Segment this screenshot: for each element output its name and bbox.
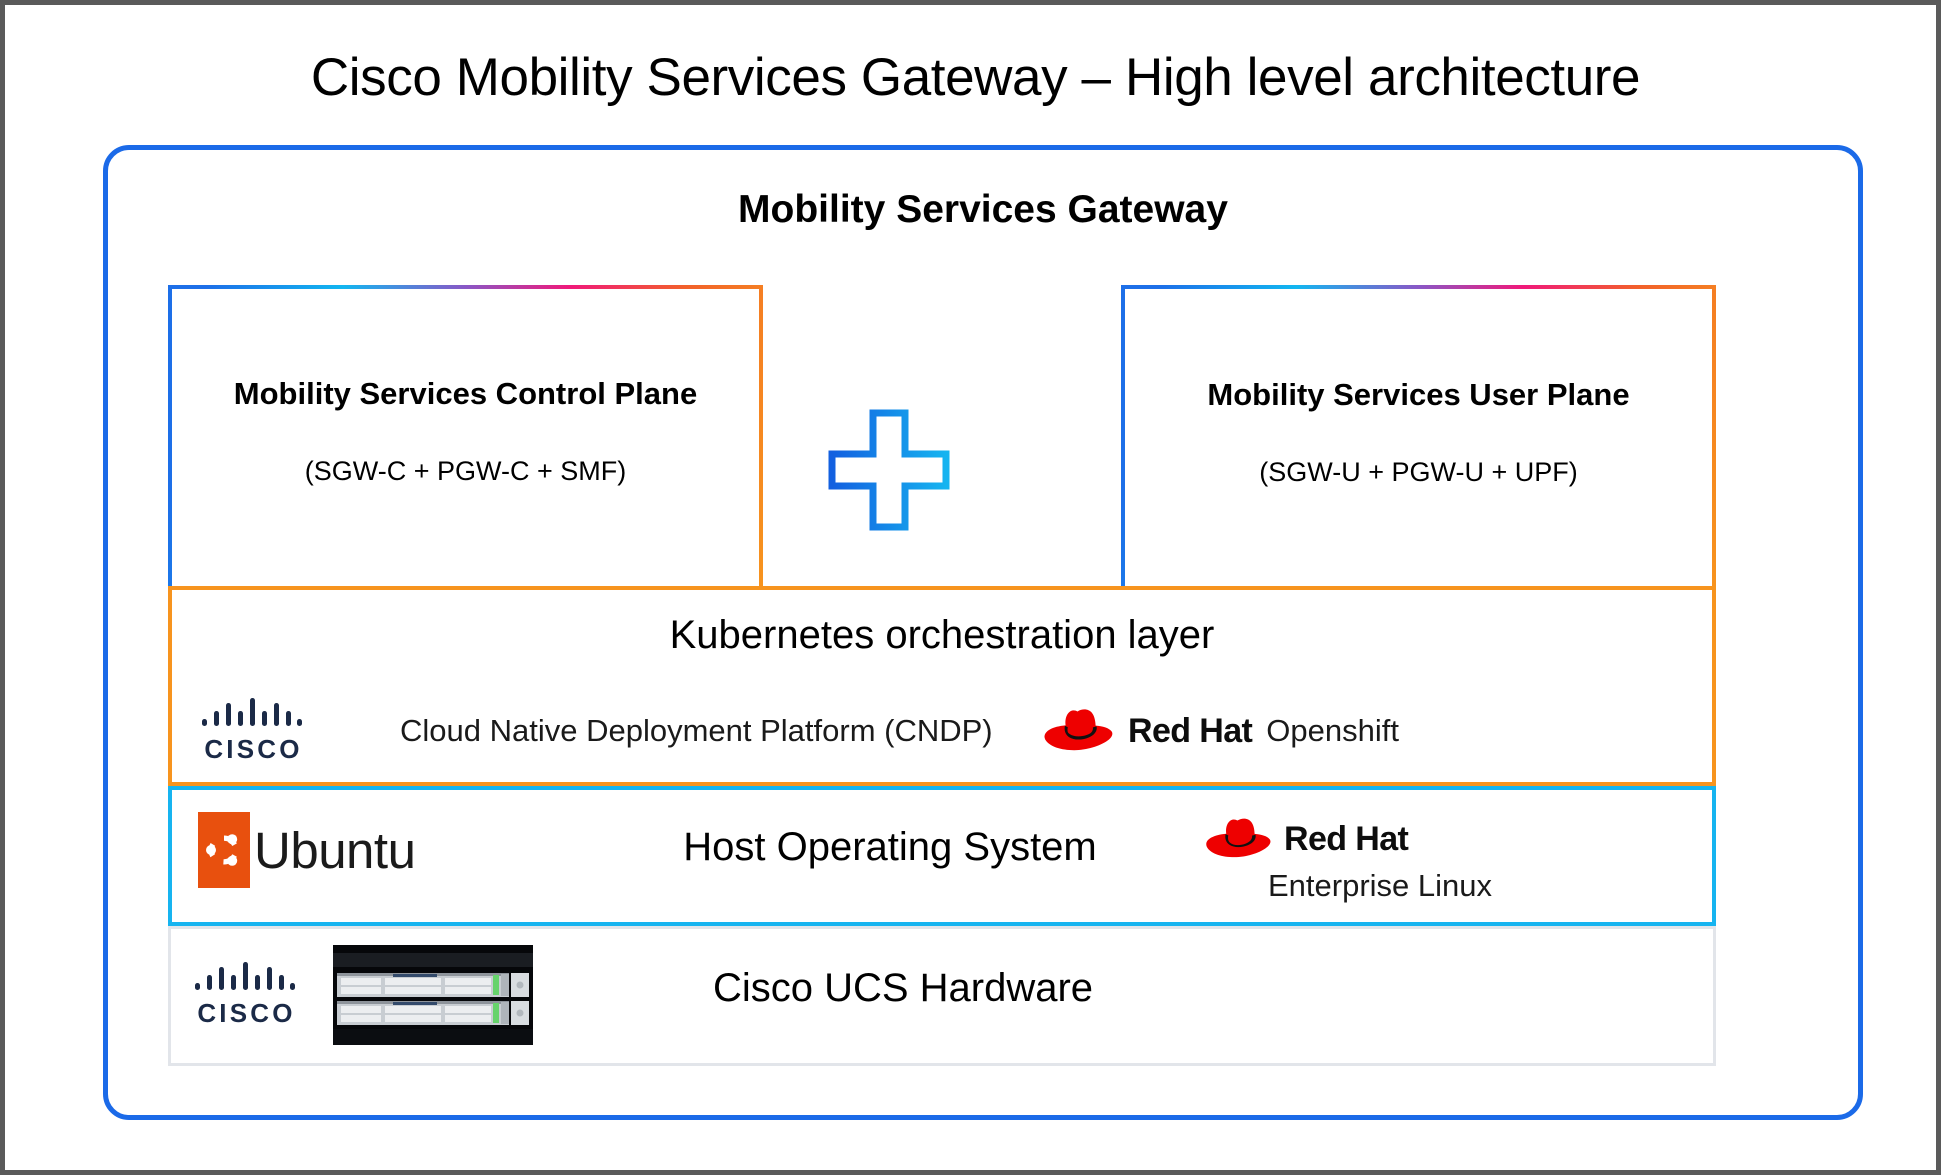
kubernetes-layer-row: CISCO Cloud Native Deployment Platform (…: [172, 686, 1712, 776]
ubuntu-logo-group: Ubuntu: [198, 812, 416, 888]
page-title: Cisco Mobility Services Gateway – High l…: [310, 48, 1641, 107]
user-plane-title: Mobility Services User Plane: [1207, 377, 1630, 412]
openshift-label: Openshift: [1266, 713, 1399, 748]
ubuntu-wordmark: Ubuntu: [254, 821, 416, 879]
openshift-logo-group: Red Hat Openshift: [1040, 705, 1399, 757]
control-plane-subtitle: (SGW-C + PGW-C + SMF): [304, 456, 627, 486]
cisco-logo-wordmark: CISCO: [197, 998, 296, 1028]
cisco-logo: CISCO: [193, 961, 297, 1029]
cndp-label: Cloud Native Deployment Platform (CNDP): [400, 713, 993, 748]
plus-icon: [824, 405, 954, 535]
host-operating-system-layer: Ubuntu Host Operating System Red Hat Ent…: [168, 786, 1716, 926]
cisco-bridge-icon: [195, 962, 295, 990]
user-plane-subtitle: (SGW-U + PGW-U + UPF): [1259, 457, 1578, 487]
cisco-ucs-hardware-layer: CISCO: [168, 926, 1716, 1066]
control-plane-box: Mobility Services Control Plane (SGW-C +…: [168, 285, 763, 590]
mobility-services-gateway-container: Mobility Services Gateway Mobility Servi…: [103, 145, 1863, 1120]
ucs-rack-server-photo: [333, 945, 533, 1045]
control-plane-title: Mobility Services Control Plane: [233, 376, 698, 411]
cisco-bridge-icon: [202, 698, 302, 726]
enterprise-linux-label: Enterprise Linux: [1268, 868, 1493, 903]
kubernetes-layer-title: Kubernetes orchestration layer: [669, 613, 1215, 657]
gateway-heading: Mobility Services Gateway: [738, 188, 1228, 231]
red-hat-wordmark: Red Hat: [1284, 819, 1409, 858]
red-hat-wordmark: Red Hat: [1128, 711, 1253, 750]
hardware-layer-title: Cisco UCS Hardware: [712, 966, 1094, 1010]
cisco-logo-wordmark: CISCO: [204, 734, 303, 764]
host-os-layer-title: Host Operating System: [683, 825, 1097, 869]
red-hat-fedora-icon: [1206, 818, 1271, 858]
rhel-logo-group: Red Hat Enterprise Linux: [1202, 814, 1492, 904]
kubernetes-orchestration-layer: Kubernetes orchestration layer: [168, 586, 1716, 786]
cisco-logo: CISCO: [200, 697, 304, 765]
red-hat-fedora-icon: [1044, 709, 1113, 751]
ucs-logo-group: CISCO: [193, 945, 533, 1045]
user-plane-box: Mobility Services User Plane (SGW-U + PG…: [1121, 285, 1716, 590]
ubuntu-circle-of-friends-icon: [198, 812, 250, 888]
